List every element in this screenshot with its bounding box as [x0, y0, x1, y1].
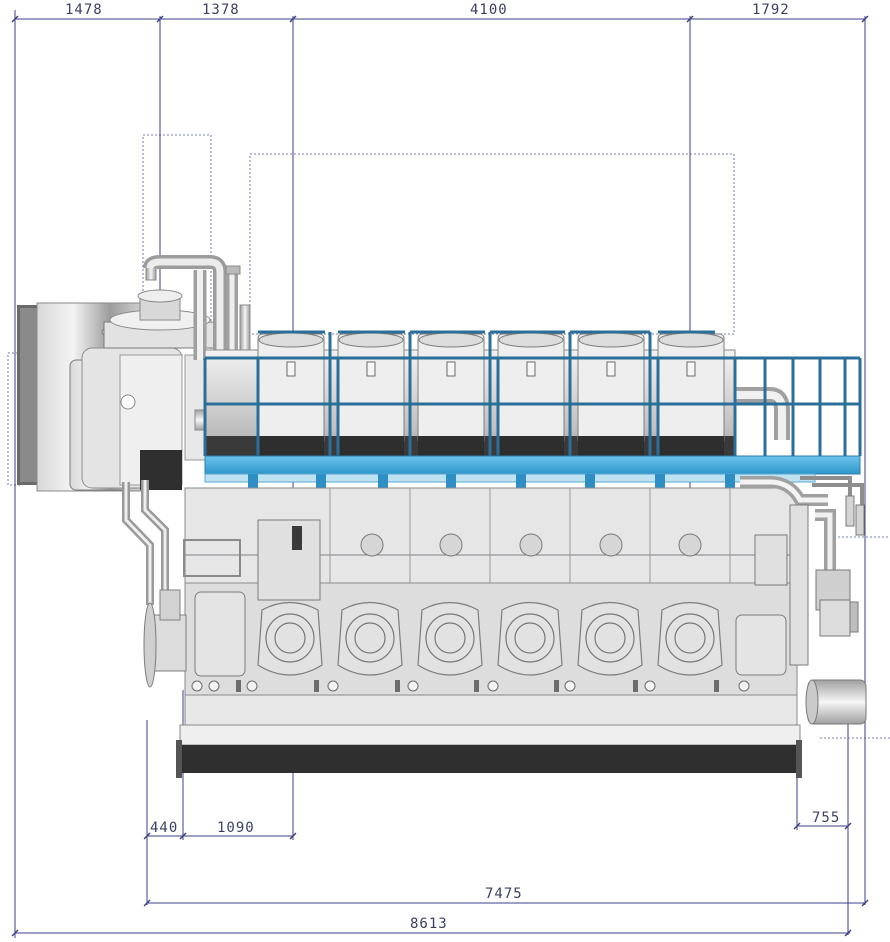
- front-piping: [122, 480, 241, 688]
- cylinder-heads: [204, 332, 790, 456]
- dim-overall-total: 8613: [410, 916, 448, 932]
- dim-top-4: 1792: [752, 2, 790, 18]
- right-piping: [740, 476, 867, 725]
- dim-bottom-left-2: 1090: [217, 820, 255, 836]
- dim-bottom-left-1: 440: [150, 820, 178, 836]
- dim-overall-block: 7475: [485, 886, 523, 902]
- dim-top-2: 1378: [202, 2, 240, 18]
- dim-bottom-right: 755: [812, 810, 840, 826]
- dim-top-3: 4100: [470, 2, 508, 18]
- dimension-labels: 1478 1378 4100 1792 440 1090 755 7475 86…: [65, 2, 840, 932]
- engine-block: [176, 487, 802, 778]
- railing: [203, 330, 862, 456]
- dim-top-1: 1478: [65, 2, 103, 18]
